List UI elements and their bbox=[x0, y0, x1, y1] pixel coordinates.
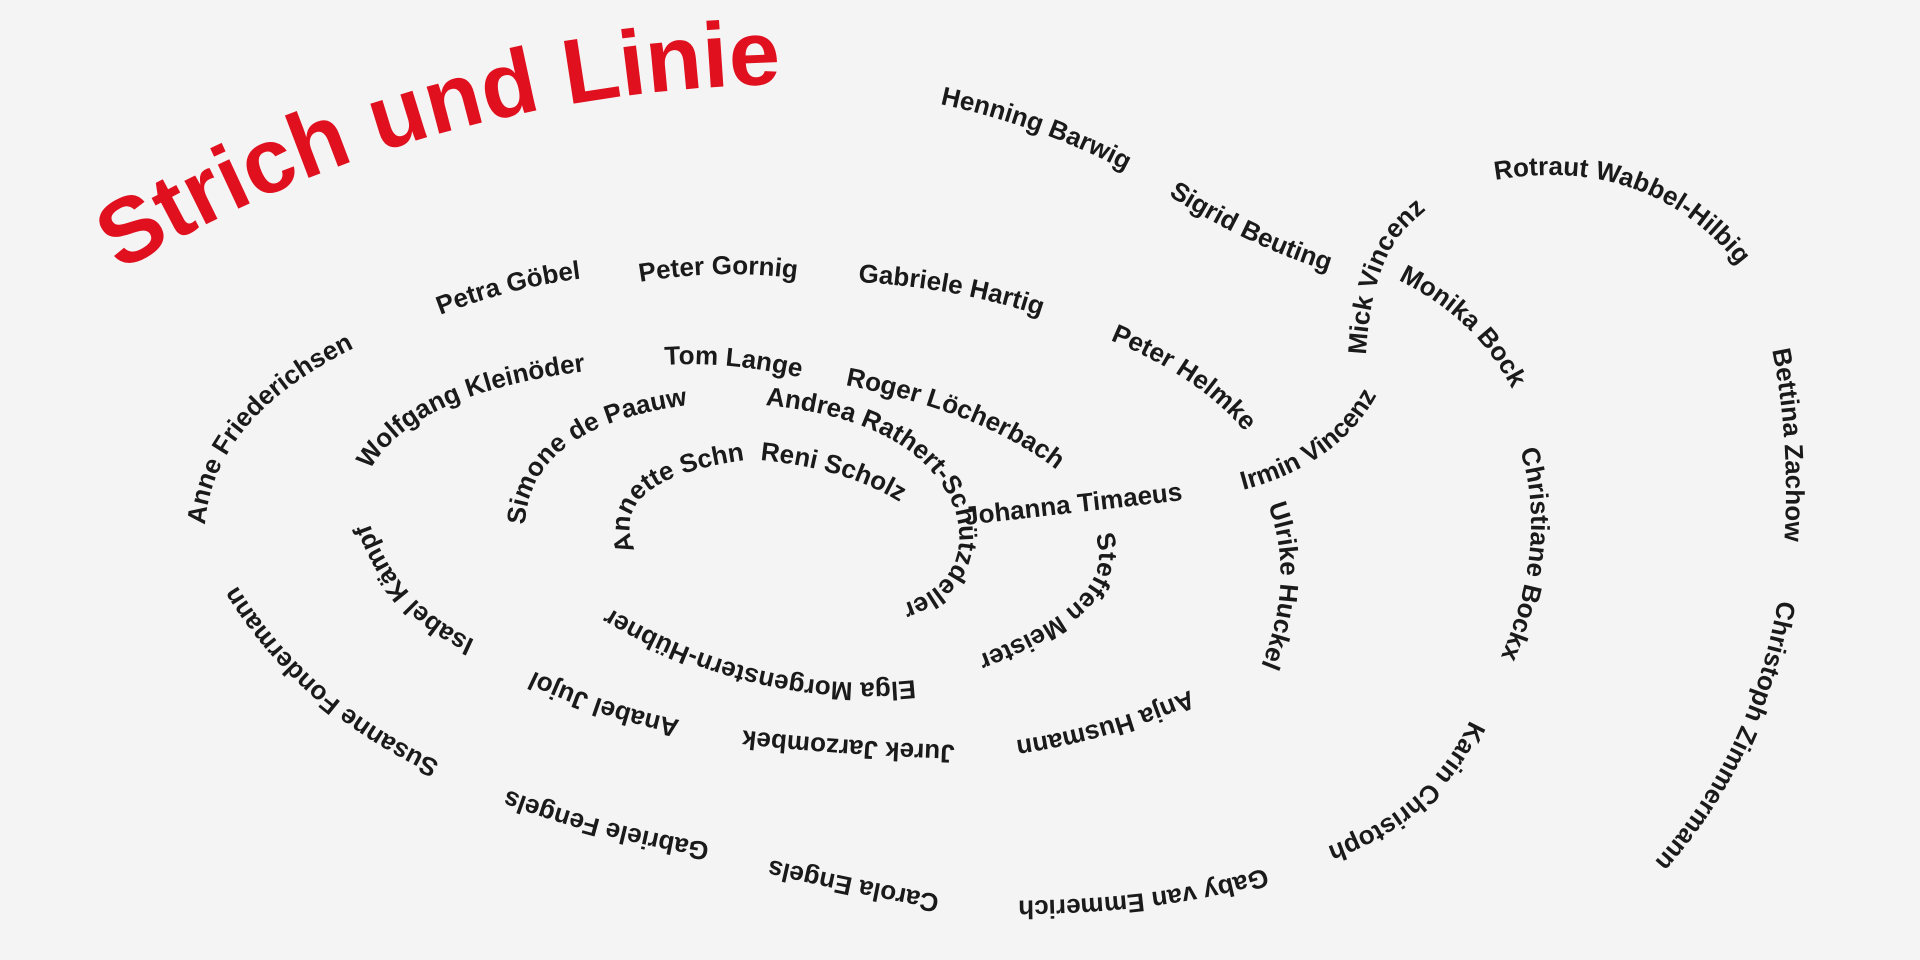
name-irmin-vincenz-path: Irmin Vincenz bbox=[1237, 383, 1382, 496]
name-reni-scholz-path: Reni Scholz bbox=[759, 436, 912, 507]
name-isabel-kaempf-path: Isabel Kämpf bbox=[347, 521, 477, 662]
name-peter-gornig-path: Peter Gornig bbox=[636, 250, 799, 288]
name-anja-husmann: Anja Husmann bbox=[1015, 685, 1200, 765]
name-tom-lange-path: Tom Lange bbox=[664, 340, 806, 383]
name-johanna-timaeus: Johanna Timaeus bbox=[962, 476, 1183, 531]
name-anne-friederichsen: Anne Friederichsen bbox=[181, 326, 357, 525]
name-gabriele-hartig: Gabriele Hartig bbox=[858, 258, 1049, 321]
name-reni-scholz: Reni Scholz bbox=[759, 436, 912, 507]
name-gabriele-fengels-path: Gabriele Fengels bbox=[499, 784, 711, 866]
name-henning-barwig-path: Henning Barwig bbox=[939, 81, 1137, 177]
poster-title: Strich und Linie bbox=[79, 2, 782, 289]
name-monika-bock: Monika Bock bbox=[1395, 259, 1533, 392]
name-karin-christoph-path: Karin Christoph bbox=[1325, 717, 1492, 869]
name-isabel-kaempf: Isabel Kämpf bbox=[347, 521, 477, 662]
name-carola-engels: Carola Engels bbox=[765, 854, 941, 919]
name-elga-morgenstern-huebner: Elga Morgenstern-Hübner bbox=[597, 603, 917, 707]
name-gaby-van-emmerich-path: Gaby van Emmerich bbox=[1018, 862, 1272, 924]
name-christoph-zimmermann-path: Christoph Zimmermann bbox=[1650, 599, 1802, 878]
name-anne-friederichsen-path: Anne Friederichsen bbox=[181, 326, 357, 525]
name-petra-goebel-path: Petra Göbel bbox=[432, 255, 582, 321]
name-gabriele-hartig-path: Gabriele Hartig bbox=[858, 258, 1049, 321]
name-henning-barwig: Henning Barwig bbox=[939, 81, 1137, 177]
name-peter-gornig: Peter Gornig bbox=[636, 250, 799, 288]
name-christiane-bockx-path: Christiane Bockx bbox=[1495, 444, 1555, 667]
name-sigrid-beuting: Sigrid Beuting bbox=[1165, 175, 1336, 277]
name-johanna-timaeus-path: Johanna Timaeus bbox=[962, 476, 1183, 531]
name-rotraut-wabbel-hilbig-path: Rotraut Wabbel-Hilbig bbox=[1492, 151, 1758, 270]
name-bettina-zachow: Bettina Zachow bbox=[1766, 345, 1810, 543]
name-gabriele-fengels: Gabriele Fengels bbox=[499, 784, 711, 866]
name-petra-goebel: Petra Göbel bbox=[432, 255, 582, 321]
name-peter-helmke: Peter Helmke bbox=[1108, 318, 1263, 436]
name-anabel-jujol-path: Anabel Jujol bbox=[523, 666, 681, 744]
name-elga-morgenstern-huebner-path: Elga Morgenstern-Hübner bbox=[597, 603, 917, 707]
name-bettina-zachow-path: Bettina Zachow bbox=[1766, 345, 1810, 543]
name-tom-lange: Tom Lange bbox=[664, 340, 806, 383]
name-carola-engels-path: Carola Engels bbox=[765, 854, 941, 919]
name-ulrike-huckel-path: Ulrike Huckel bbox=[1255, 498, 1304, 675]
name-christoph-zimmermann: Christoph Zimmermann bbox=[1650, 599, 1802, 878]
name-christiane-bockx: Christiane Bockx bbox=[1495, 444, 1555, 667]
name-anja-husmann-path: Anja Husmann bbox=[1015, 685, 1200, 765]
name-jurek-jarzombek: Jurek Jarzombek bbox=[740, 724, 955, 769]
name-monika-bock-path: Monika Bock bbox=[1395, 259, 1533, 392]
name-anabel-jujol: Anabel Jujol bbox=[523, 666, 681, 744]
name-gaby-van-emmerich: Gaby van Emmerich bbox=[1018, 862, 1272, 924]
name-ulrike-huckel: Ulrike Huckel bbox=[1255, 498, 1304, 675]
name-sigrid-beuting-path: Sigrid Beuting bbox=[1165, 175, 1336, 277]
name-karin-christoph: Karin Christoph bbox=[1325, 717, 1492, 869]
name-steffen-meister-path: Steffen Meister bbox=[975, 529, 1123, 677]
name-peter-helmke-path: Peter Helmke bbox=[1108, 318, 1263, 436]
name-simone-de-paauw-path: Simone de Paauw bbox=[501, 381, 689, 525]
name-rotraut-wabbel-hilbig: Rotraut Wabbel-Hilbig bbox=[1492, 151, 1758, 270]
name-steffen-meister: Steffen Meister bbox=[975, 529, 1123, 677]
name-simone-de-paauw: Simone de Paauw bbox=[501, 381, 689, 525]
poster-title-path: Strich und Linie bbox=[79, 2, 782, 289]
name-jurek-jarzombek-path: Jurek Jarzombek bbox=[740, 724, 955, 769]
name-irmin-vincenz: Irmin Vincenz bbox=[1237, 383, 1382, 496]
